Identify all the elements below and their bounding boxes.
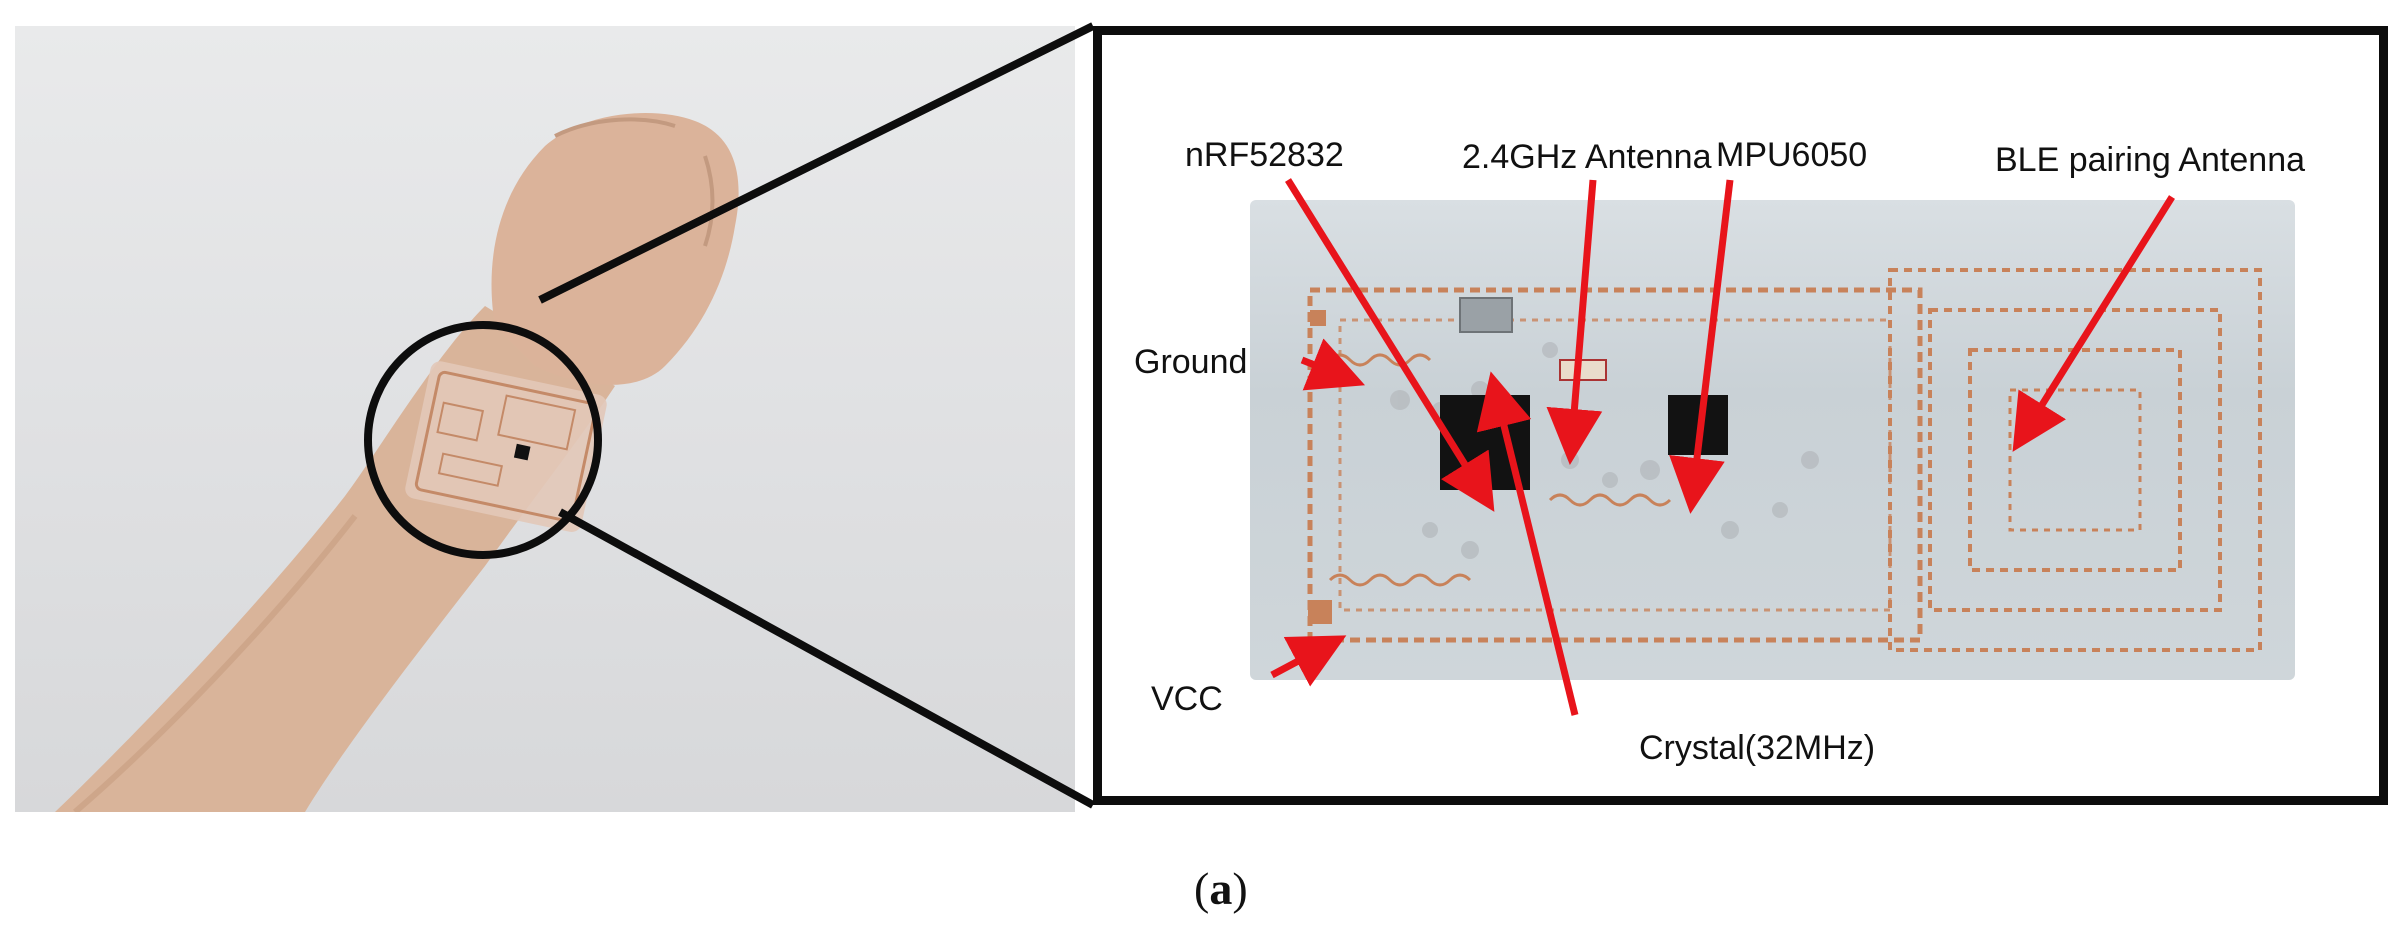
label-ground: Ground xyxy=(1134,343,1248,381)
arrow-nrf xyxy=(1285,178,1495,512)
label-mpu6050: MPU6050 xyxy=(1716,136,1868,174)
arm-illustration xyxy=(55,113,739,812)
zoom-inset: nRF52832 2.4GHz Antenna MPU6050 BLE pair… xyxy=(1093,26,2388,805)
label-vcc: VCC xyxy=(1151,680,1223,718)
label-nrf52832: nRF52832 xyxy=(1185,136,1344,174)
label-crystal: Crystal(32MHz) xyxy=(1639,729,1876,767)
arrow-crystal xyxy=(1476,371,1579,716)
arrow-ground xyxy=(1300,338,1365,391)
arrow-vcc xyxy=(1270,635,1347,687)
label-ble-pairing-antenna: BLE pairing Antenna xyxy=(1995,141,2306,179)
caption-open-paren: ( xyxy=(1194,863,1210,914)
arrow-mpu xyxy=(1669,179,1734,514)
caption-letter: a xyxy=(1209,863,1233,914)
figure-caption: (a) xyxy=(1194,866,1248,912)
arm-photo xyxy=(15,26,1075,812)
arrow-ble xyxy=(2012,195,2175,452)
label-2-4ghz-antenna: 2.4GHz Antenna xyxy=(1462,138,1712,176)
caption-close-paren: ) xyxy=(1232,863,1248,914)
arrow-antenna24 xyxy=(1546,179,1603,465)
callout-arrows xyxy=(1270,178,2175,716)
